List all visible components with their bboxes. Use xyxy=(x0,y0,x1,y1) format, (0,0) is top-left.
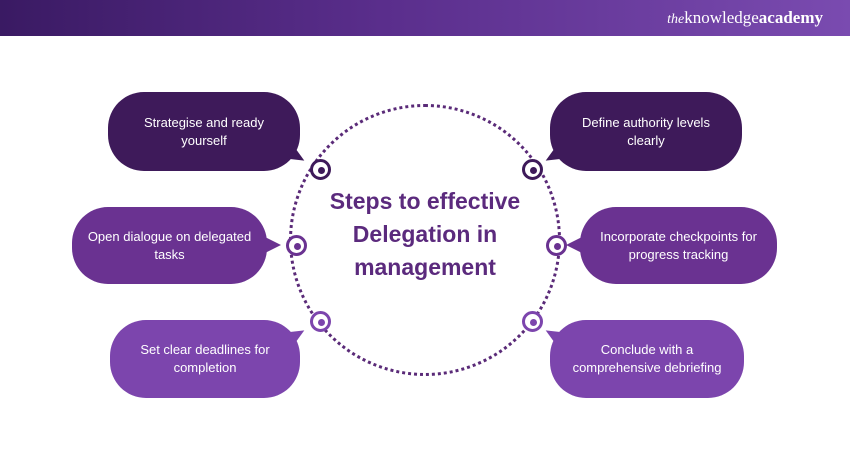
step-label: Incorporate checkpoints for progress tra… xyxy=(600,228,757,262)
bubble-tail xyxy=(285,143,309,167)
step-label: Set clear deadlines for completion xyxy=(140,342,270,375)
bubble-tail xyxy=(541,143,565,167)
brand-academy: academy xyxy=(758,8,823,27)
bubble-tail xyxy=(263,236,281,254)
step-label: Define authority levels clearly xyxy=(582,114,710,148)
step-label: Conclude with a comprehensive debriefing xyxy=(572,342,722,375)
step-bubble-authority: Define authority levels clearly xyxy=(541,92,742,171)
step-bubble-strategise: Strategise and ready yourself xyxy=(108,92,309,171)
ring-node-icon xyxy=(310,159,331,180)
step-bubble-deadlines: Set clear deadlines for completion xyxy=(110,320,309,398)
header-bar: theknowledgeacademy xyxy=(0,0,850,36)
brand-the: the xyxy=(667,12,685,27)
ring-node-icon xyxy=(286,235,307,256)
ring-node-icon xyxy=(522,159,543,180)
ring-node-icon xyxy=(522,311,543,332)
step-bubble-debriefing: Conclude with a comprehensive debriefing xyxy=(541,320,744,398)
center-title: Steps to effective Delegation in managem… xyxy=(329,188,521,280)
bubble-tail xyxy=(566,236,584,254)
bubble-tail xyxy=(285,324,309,348)
brand-knowledge: knowledge xyxy=(684,8,759,27)
step-bubble-open-dialogue: Open dialogue on delegated tasks xyxy=(72,207,281,284)
ring-node-icon xyxy=(310,311,331,332)
step-label: Open dialogue on delegated tasks xyxy=(87,228,252,262)
ring-node-icon xyxy=(546,235,567,256)
brand-logo: theknowledgeacademy xyxy=(667,7,823,31)
step-label: Strategise and ready yourself xyxy=(144,114,264,148)
bubble-tail xyxy=(541,324,565,348)
step-bubble-checkpoints: Incorporate checkpoints for progress tra… xyxy=(566,207,777,284)
